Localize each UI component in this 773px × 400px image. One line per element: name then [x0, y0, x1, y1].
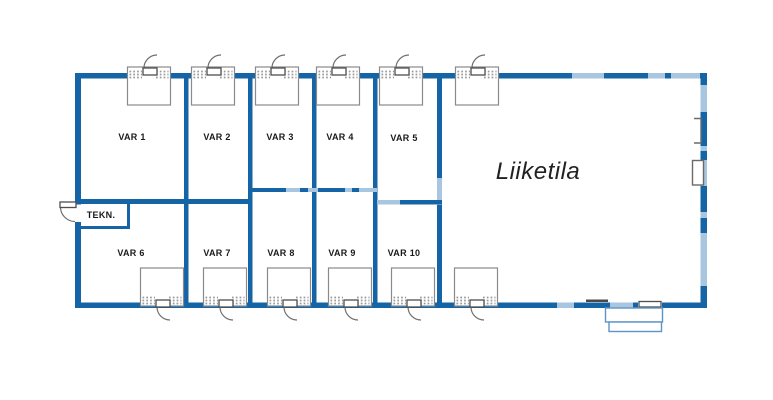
- fixtures: [586, 117, 705, 333]
- door-var-7: [202, 267, 248, 321]
- door-var-1: [126, 54, 172, 106]
- room-label-var-8: VAR 8: [267, 248, 295, 258]
- door-var-10: [390, 267, 436, 321]
- window-bottom-2: [610, 302, 633, 308]
- midwall-b-base: [252, 188, 377, 192]
- interior-walls: [78, 78, 442, 303]
- entrance-porch: [604, 307, 664, 323]
- door-liiketila-bottom: [453, 267, 499, 321]
- entrance-step: [608, 321, 663, 333]
- wall-liiketila-top: [437, 78, 442, 179]
- door-liiketila-top: [454, 54, 500, 106]
- room-label-var-5: VAR 5: [390, 133, 418, 143]
- door-var-8: [266, 267, 312, 321]
- wall-var1-var2: [184, 78, 189, 303]
- room-label-var-6: VAR 6: [117, 248, 145, 258]
- tekn-door-opening: [74, 204, 82, 222]
- threshold-fixture: [586, 299, 608, 302]
- tekn-wall-right: [127, 204, 130, 229]
- midwall-c-solid: [400, 200, 442, 205]
- room-label-var-7: VAR 7: [203, 248, 231, 258]
- room-label-var-1: VAR 1: [118, 132, 146, 142]
- room-label-var-9: VAR 9: [328, 248, 356, 258]
- wall-liiketila-bottom: [437, 205, 442, 303]
- panel-fixture: [691, 159, 705, 186]
- door-var-4: [315, 54, 361, 106]
- tekn-wall-bottom: [78, 226, 130, 229]
- room-label-tekn: TEKN.: [86, 210, 116, 220]
- wall-var2-var3: [248, 78, 253, 303]
- door-var-6: [139, 267, 185, 321]
- door-var-5: [378, 54, 424, 106]
- wall-left: [75, 73, 81, 308]
- window-top-2: [648, 73, 700, 79]
- door-var-2: [190, 54, 236, 106]
- door-var-3: [254, 54, 300, 106]
- room-label-var-3: VAR 3: [266, 132, 294, 142]
- room-label-var-10: VAR 10: [387, 248, 421, 258]
- door-var-9: [327, 267, 373, 321]
- window-top-mullion: [665, 73, 671, 79]
- windows: [557, 73, 700, 308]
- door-tekn: [59, 201, 77, 223]
- window-bottom-1: [557, 302, 574, 308]
- room-label-liiketila: Liiketila: [495, 158, 581, 185]
- room-label-var-2: VAR 2: [203, 132, 231, 142]
- midwall-a: [78, 199, 252, 204]
- window-top-1: [572, 73, 604, 79]
- room-label-var-4: VAR 4: [326, 132, 354, 142]
- wall-bracket-fixture: [694, 117, 702, 144]
- midwall-c-light: [377, 200, 402, 205]
- wall-liiketila-light: [437, 178, 442, 205]
